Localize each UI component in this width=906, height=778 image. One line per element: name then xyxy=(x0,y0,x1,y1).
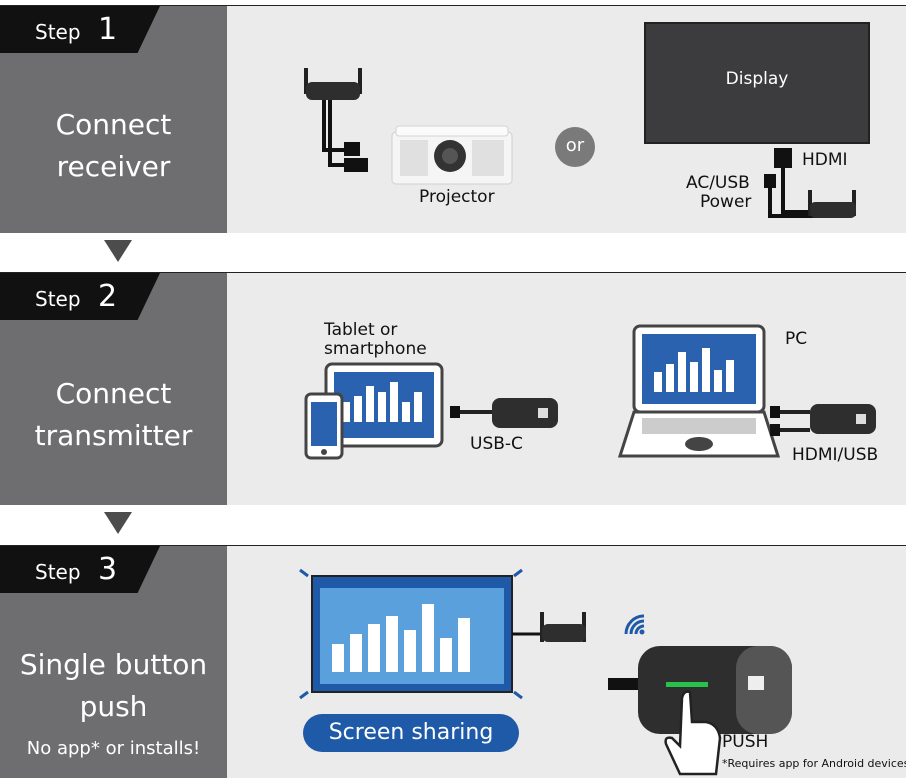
down-arrow-1 xyxy=(104,240,132,262)
step-2-title-line-1: Connect xyxy=(55,377,172,410)
usbc-label: USB-C xyxy=(470,434,523,454)
transmitter-button-device xyxy=(638,646,792,734)
push-transmitter-illustration xyxy=(608,646,792,776)
tablet-smartphone-illustration xyxy=(304,362,558,460)
receiver-projector-illustration xyxy=(304,68,513,185)
step-2-title-line-2: transmitter xyxy=(34,419,193,452)
step-3-title-line-2: push xyxy=(79,690,148,723)
step-3-subtitle: No app* or installs! xyxy=(26,738,201,759)
android-footnote: *Requires app for Android devices xyxy=(722,757,906,770)
display-icon: Display xyxy=(644,22,870,144)
step-2-number: 2 xyxy=(98,279,118,314)
tablet-label-line-1: Tablet or xyxy=(324,320,398,340)
power-label-line-1: AC/USB xyxy=(686,173,750,193)
transmitter-icon-usbc xyxy=(492,398,558,428)
transmitter-icon-hdmi xyxy=(810,404,876,434)
step-3-title-line-1: Single button xyxy=(19,648,208,681)
or-label: or xyxy=(565,135,585,156)
step-1-title-line-2: receiver xyxy=(56,150,171,183)
step-2-word: Step xyxy=(35,287,81,311)
power-label-line-2: Power xyxy=(700,192,752,212)
projector-icon xyxy=(391,125,513,185)
step-1-title-line-1: Connect xyxy=(55,108,172,141)
tablet-label-line-2: smartphone xyxy=(324,339,427,359)
display-label: Display xyxy=(725,69,789,89)
wifi-icon xyxy=(624,614,645,635)
step-1-word: Step xyxy=(35,20,81,44)
step-3-tab: Step 3 xyxy=(0,546,160,593)
screen-sharing-illustration xyxy=(299,568,586,700)
laptop-icon xyxy=(617,324,781,458)
step-2-tab: Step 2 xyxy=(0,273,160,320)
or-badge: or xyxy=(555,127,595,167)
hand-pointer-icon xyxy=(664,690,722,776)
smartphone-icon xyxy=(304,392,344,460)
hdmi-label: HDMI xyxy=(802,150,848,170)
hdmi-usb-label: HDMI/USB xyxy=(792,445,879,465)
down-arrow-2 xyxy=(104,512,132,534)
screen-sharing-label: Screen sharing xyxy=(328,720,494,745)
step-3-number: 3 xyxy=(98,552,118,587)
receiver-icon xyxy=(304,68,362,100)
receiver-icon-display xyxy=(808,190,856,218)
projector-label: Projector xyxy=(419,187,495,207)
pc-illustration xyxy=(617,324,876,458)
display-cables xyxy=(764,148,856,218)
step-1-number: 1 xyxy=(98,12,118,47)
shared-screen-icon xyxy=(311,575,513,693)
push-label: PUSH xyxy=(722,732,769,752)
receiver-icon-step3 xyxy=(540,612,586,642)
screen-sharing-badge: Screen sharing xyxy=(303,714,519,752)
step-1-tab: Step 1 xyxy=(0,6,160,53)
pc-label: PC xyxy=(785,329,808,349)
step-3-word: Step xyxy=(35,560,81,584)
